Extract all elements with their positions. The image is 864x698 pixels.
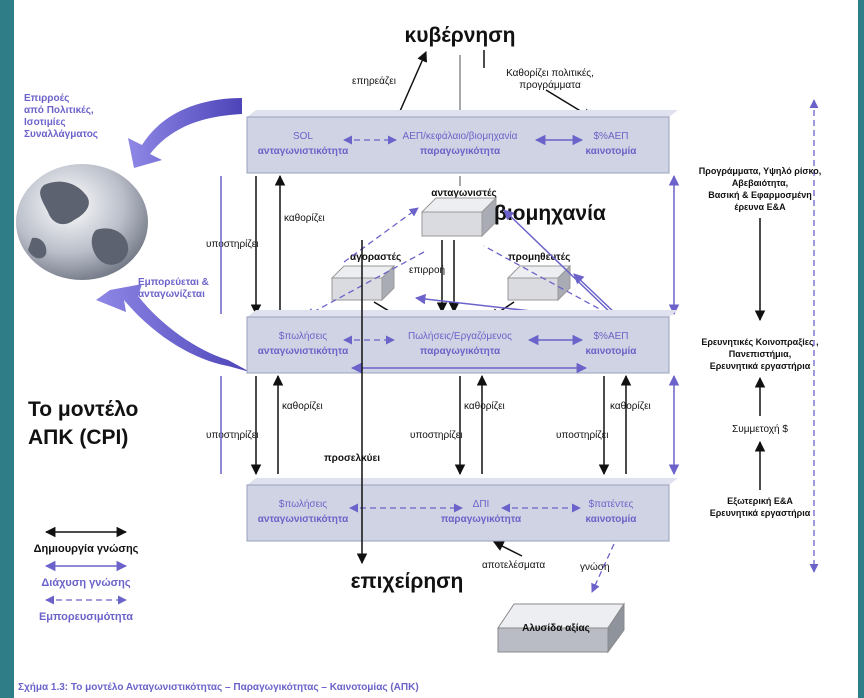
buyers-block: [330, 264, 396, 302]
attracts-label: προσελκύει: [324, 453, 380, 464]
gov-productivity-label: παραγωγικότητα: [420, 146, 501, 157]
model-title-1: Το μοντέλο: [28, 398, 138, 421]
gov-gdp-percent-label: $%ΑΕΠ: [593, 131, 628, 142]
figure-caption: Σχήμα 1.3: Το μοντέλο Ανταγωνιστικότητας…: [18, 682, 419, 693]
sets-label-right: καθορίζει: [610, 400, 651, 412]
influence-curved-arrow: [128, 98, 242, 168]
legend-commercialization-label: Εμπορευσιμότητα: [39, 611, 133, 623]
government-label: κυβέρνηση: [405, 24, 516, 47]
suppliers-label: προμηθευτές: [508, 252, 570, 263]
industry-productivity-label: παραγωγικότητα: [420, 346, 501, 357]
programs-note-1: Προγράμματα, Υψηλό ρίσκο,: [699, 166, 821, 176]
cpi-model-diagram: κυβέρνηση επηρεάζει Καθορίζει πολιτικές,…: [16, 24, 821, 693]
buyers-diffusion-dashed: [343, 207, 419, 263]
industry-gdp-percent-label: $%ΑΕΠ: [593, 331, 628, 342]
external-note-2: Ερευνητικά εργαστήρια: [710, 508, 811, 518]
influences-note-3: Ισοτιμίες: [24, 117, 66, 128]
trades-note-2: ανταγωνίζεται: [138, 289, 205, 300]
firm-competitiveness-label: ανταγωνιστικότητα: [258, 514, 349, 525]
government-box: [246, 110, 678, 174]
knowledge-label: γνώση: [580, 561, 610, 573]
firm-patents-label: $πατέντες: [589, 498, 634, 510]
supports-label-right: υποστηρίζει: [556, 429, 608, 441]
supports-label-left: υποστηρίζει: [206, 429, 258, 441]
policies-label-2: προγράμματα: [519, 79, 581, 91]
influences-note-1: Επιρροές: [24, 93, 69, 104]
value-chain-block: [497, 602, 625, 654]
competitors-label: ανταγωνιστές: [431, 188, 496, 199]
firm-sales-label: $πωλήσεις: [279, 498, 327, 510]
partners-note-1: Ερευνητικές Κοινοπραξίες ,: [701, 337, 818, 347]
influences-arrow: [396, 51, 428, 119]
competitors-diffusion-dashed: [305, 251, 425, 317]
gov-innovation-label: καινοτομία: [586, 146, 638, 157]
globe-icon: [16, 164, 148, 280]
firm-productivity-label: παραγωγικότητα: [441, 514, 522, 525]
model-title-2: ΑΠΚ (CPI): [28, 426, 128, 449]
participation-label: Συμμετοχή $: [732, 423, 788, 435]
legend-diffusion-label: Διάχυση γνώσης: [41, 577, 131, 589]
firm-box: [246, 478, 678, 542]
industry-sales-label: $πωλήσεις: [279, 330, 327, 342]
trade-curved-arrow: [96, 284, 250, 372]
influences-note-4: Συναλλάγματος: [24, 129, 98, 140]
suppliers-block: [506, 264, 572, 302]
competitors-block: [420, 196, 498, 238]
external-note-1: Εξωτερική Ε&Α: [727, 496, 793, 506]
gov-gdp-capital-label: ΑΕΠ/κεφάλαιο/βιομηχανία: [403, 130, 518, 142]
sets-label-mid: καθορίζει: [464, 400, 505, 412]
firm-innovation-label: καινοτομία: [586, 514, 638, 525]
influences-label: επηρεάζει: [352, 75, 396, 87]
value-chain-label: Αλυσίδα αξίας: [522, 623, 590, 634]
sets-label-top: καθορίζει: [284, 212, 325, 224]
industry-title: βιομηχανία: [494, 202, 606, 225]
innovation-dashed-line: [483, 245, 617, 319]
industry-sales-per-employee-label: Πωλήσεις/Εργαζόμενος: [408, 330, 512, 342]
influence-label: επιρροή: [409, 264, 445, 276]
trades-note-1: Εμπορεύεται &: [138, 277, 209, 288]
firm-dpi-label: ΔΠΙ: [473, 499, 490, 510]
firm-title: επιχείρηση: [351, 570, 464, 593]
influences-note-2: από Πολιτικές,: [24, 105, 94, 116]
gov-sol-label: SOL: [293, 131, 313, 142]
buyers-label: αγοραστές: [350, 252, 401, 263]
gov-competitiveness-label: ανταγωνιστικότητα: [258, 146, 349, 157]
partners-note-3: Ερευνητικά εργαστήρια: [710, 361, 811, 371]
programs-note-4: έρευνα Ε&Α: [734, 202, 786, 212]
results-label: αποτελέσματα: [482, 559, 545, 571]
industry-innovation-label: καινοτομία: [586, 346, 638, 357]
programs-note-3: Βασική & Εφαρμοσμένη: [708, 190, 811, 200]
policies-label-1: Καθορίζει πολιτικές,: [506, 67, 594, 79]
supports-label-top: υποστηρίζει: [206, 238, 258, 250]
figure-frame: κυβέρνηση επηρεάζει Καθορίζει πολιτικές,…: [14, 0, 858, 698]
knowledge-arrow: [591, 543, 615, 593]
industry-competitiveness-label: ανταγωνιστικότητα: [258, 346, 349, 357]
sets-label-left: καθορίζει: [282, 400, 323, 412]
innovation-competitors-line: [503, 209, 615, 317]
innovation-suppliers-line: [573, 273, 619, 317]
partners-note-2: Πανεπιστήμια,: [729, 349, 791, 359]
results-arrow: [493, 541, 523, 557]
legend-creation-label: Δημιουργία γνώσης: [34, 543, 139, 555]
supports-label-mid: υποστηρίζει: [410, 429, 462, 441]
programs-note-2: Αβεβαιότητα,: [732, 178, 788, 188]
